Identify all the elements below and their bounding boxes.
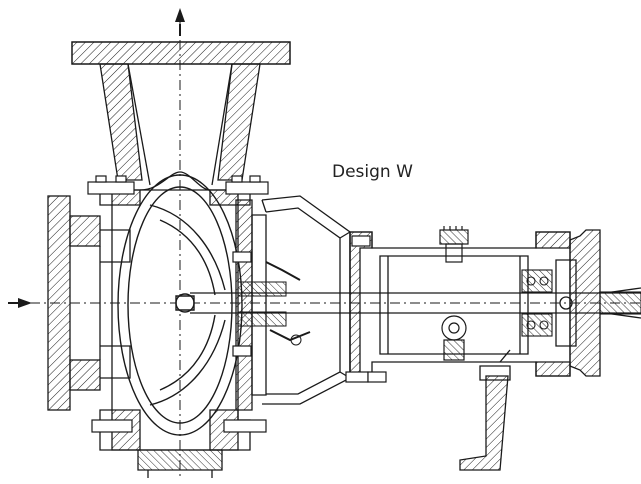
inlet-flow-arrow xyxy=(8,298,32,308)
shaft-coupling-end xyxy=(599,291,641,315)
suction-flange xyxy=(47,195,131,411)
bolts xyxy=(87,175,387,433)
bearing-housing xyxy=(349,231,571,377)
oil-sight-glass xyxy=(441,315,467,361)
bearing-end-cover xyxy=(555,229,601,377)
outlet-flow-arrow xyxy=(175,8,185,36)
oil-fill-plug xyxy=(439,226,469,263)
discharge-nozzle xyxy=(71,41,291,186)
bearing-bracket-lantern xyxy=(261,195,351,405)
support-foot xyxy=(459,349,511,471)
center-lines xyxy=(30,20,641,480)
casing-cover xyxy=(235,199,267,411)
design-caption: Design W xyxy=(332,162,413,182)
rolling-bearings xyxy=(521,269,553,337)
